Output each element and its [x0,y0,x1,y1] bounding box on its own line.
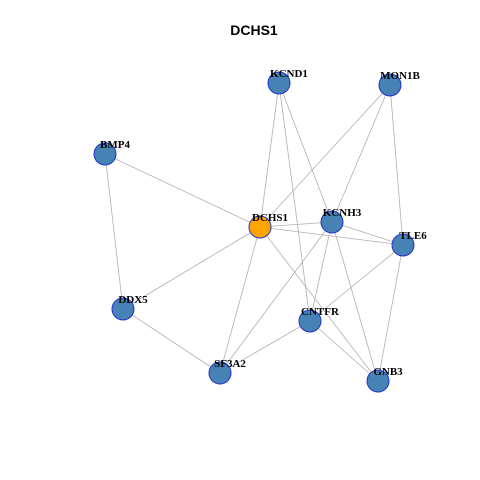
node-circle [366,369,390,393]
edge-ddx5-dchs1 [122,226,261,310]
node-label: TLE6 [399,230,427,242]
edge-bmp4-dchs1 [104,153,261,228]
node-mon1b: MON1B [378,70,421,97]
node-label: GNB3 [373,366,403,378]
edge-kcnd1-kcnh3 [278,82,333,223]
edge-kcnh3-gnb3 [331,221,379,382]
edge-mon1b-kcnh3 [331,84,391,223]
edge-kcnd1-dchs1 [259,82,280,228]
edge-kcnh3-cntfr [309,221,333,322]
node-bmp4: BMP4 [93,139,130,166]
edge-dchs1-tle6 [259,226,404,246]
edge-tle6-gnb3 [377,244,404,382]
node-sf3a2: SF3A2 [208,358,246,385]
edge-tle6-cntfr [309,244,404,322]
node-cntfr: CNTFR [298,306,340,333]
edge-dchs1-kcnh3 [259,221,333,228]
edge-cntfr-sf3a2 [219,320,311,374]
edge-kcnh3-tle6 [331,221,404,246]
node-label: MON1B [380,70,420,82]
node-label: KCND1 [270,68,308,80]
node-circle [208,361,232,385]
edge-dchs1-sf3a2 [219,226,261,374]
node-label: DCHS1 [252,212,288,224]
edge-mon1b-tle6 [389,84,404,246]
node-label: DDX5 [118,294,148,306]
node-circle [378,73,402,97]
edge-dchs1-gnb3 [259,226,379,382]
node-circle [93,142,117,166]
node-label: BMP4 [100,139,130,151]
node-circle [320,210,344,234]
node-kcnd1: KCND1 [267,68,308,95]
edge-kcnh3-sf3a2 [219,221,333,374]
node-circle [248,215,272,239]
edge-mon1b-dchs1 [259,84,391,228]
node-circle [267,71,291,95]
node-tle6: TLE6 [391,230,427,257]
edge-layer [104,82,404,382]
edge-cntfr-gnb3 [309,320,379,382]
graph-title: DCHS1 [230,22,278,38]
node-dchs1: DCHS1 [248,212,288,239]
node-circle [391,233,415,257]
node-circle [111,297,135,321]
node-kcnh3: KCNH3 [320,207,362,234]
edge-kcnd1-cntfr [278,82,311,322]
node-label: SF3A2 [214,358,246,370]
node-circle [298,309,322,333]
node-label: CNTFR [301,306,340,318]
edge-ddx5-sf3a2 [122,308,221,374]
node-ddx5: DDX5 [111,294,148,321]
edge-bmp4-ddx5 [104,153,124,310]
node-label: KCNH3 [323,207,362,219]
node-gnb3: GNB3 [366,366,403,393]
